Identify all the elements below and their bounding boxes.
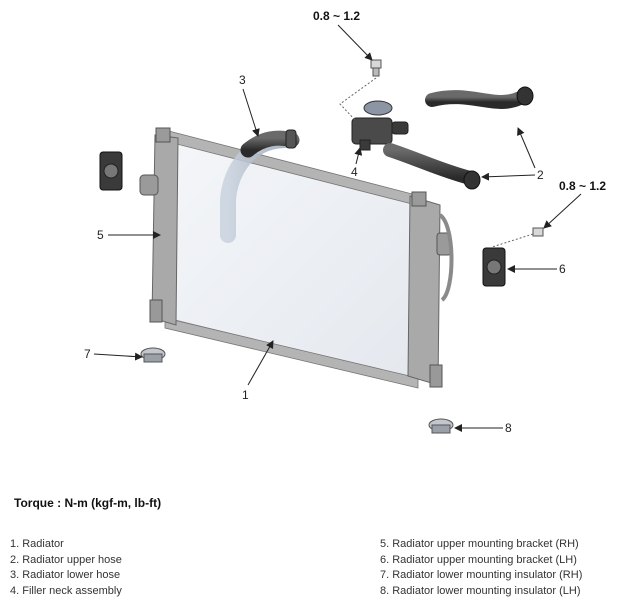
lower-mounting-insulator-left (140, 347, 166, 363)
callout-4: 4 (351, 165, 358, 179)
leader-lines (93, 24, 582, 432)
radiator-left-tank (151, 134, 179, 326)
callout-7: 7 (84, 347, 91, 361)
callout-6: 6 (559, 262, 566, 276)
radiator-top-right-post (411, 191, 427, 207)
radiator-right-tank (407, 195, 441, 386)
callout-5: 5 (97, 228, 104, 242)
leader-torque-upper (337, 24, 373, 61)
leader-1 (247, 340, 274, 386)
leader-3 (242, 88, 260, 137)
filler-neck-assembly (351, 100, 409, 151)
radiator-top-left-post (155, 127, 171, 143)
radiator-bottom-rail (164, 317, 419, 389)
leader-7 (93, 352, 143, 361)
callout-8: 8 (505, 421, 512, 435)
torque-spec-upper: 0.8 ~ 1.2 (313, 9, 361, 23)
radiator-left-leg (149, 299, 163, 323)
radiator-upper-hose (383, 86, 534, 190)
legend-item: 5. Radiator upper mounting bracket (RH) (380, 538, 579, 550)
legend-item: 1. Radiator (10, 538, 64, 550)
torque-spec-right: 0.8 ~ 1.2 (559, 179, 607, 193)
callout-1: 1 (242, 388, 249, 402)
radiator (139, 127, 454, 389)
upper-mounting-bracket-left (99, 151, 123, 191)
radiator-exploded-diagram (93, 24, 582, 434)
legend-right-column: 5. Radiator upper mounting bracket (RH) … (380, 537, 582, 599)
right-mounting-bolt (532, 227, 544, 237)
leader-2b (481, 172, 536, 181)
radiator-left-inlet (139, 174, 159, 196)
radiator-right-leg (429, 364, 443, 388)
upper-mounting-bracket-right (482, 247, 506, 287)
callout-2: 2 (537, 168, 544, 182)
radiator-right-pipe (438, 213, 454, 302)
legend-item: 6. Radiator upper mounting bracket (LH) (380, 553, 577, 566)
torque-heading: Torque : N-m (kgf-m, lb-ft) (14, 496, 162, 510)
lower-mounting-insulator-right (428, 418, 454, 434)
leader-2a (517, 127, 536, 169)
legend-item: 4. Filler neck assembly (10, 584, 122, 597)
leader-torque-right (543, 193, 582, 229)
legend-item: 2. Radiator upper hose (10, 553, 122, 566)
upper-bolt-dotted-guide (339, 77, 377, 121)
legend-item: 7. Radiator lower mounting insulator (RH… (380, 569, 583, 581)
filler-cap (363, 100, 393, 116)
leader-4 (354, 147, 363, 165)
right-bolt-dotted-guide (491, 233, 534, 248)
legend-left-column: 1. Radiator 2. Radiator upper hose 3. Ra… (10, 537, 122, 599)
legend-item: 3. Radiator lower hose (10, 569, 121, 581)
callout-3: 3 (239, 73, 246, 87)
radiator-lower-hose (240, 129, 300, 158)
legend-item: 8. Radiator lower mounting insulator (LH… (380, 584, 581, 597)
upper-mounting-bolt (370, 59, 382, 77)
